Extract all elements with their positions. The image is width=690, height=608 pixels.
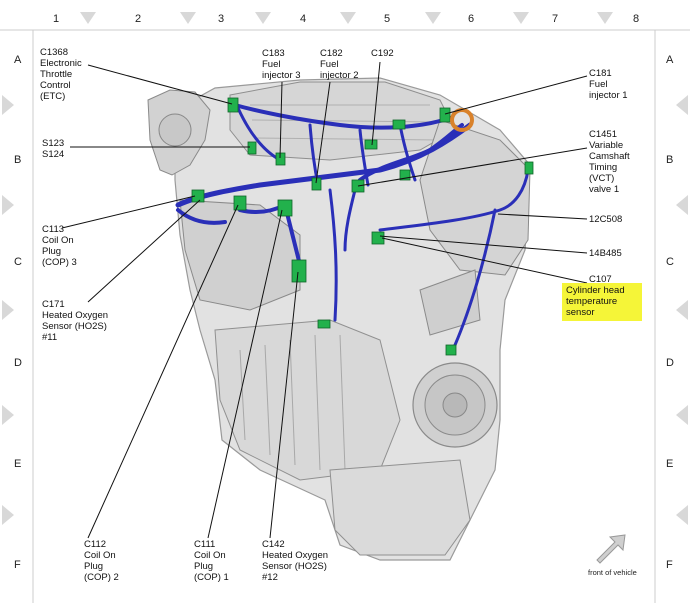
row-f-right: F <box>666 559 673 571</box>
connector-c111 <box>277 199 293 217</box>
label-c113: C113 Coil On Plug (COP) 3 <box>42 224 77 268</box>
row-d-right: D <box>666 357 674 369</box>
col-1: 1 <box>53 13 59 25</box>
connector-c192 <box>364 139 378 150</box>
callout-labels: C1368 Electronic Throttle Control (ETC) … <box>40 47 632 583</box>
col-8: 8 <box>633 13 639 25</box>
connector-right <box>524 161 534 175</box>
row-e-right: E <box>666 458 673 470</box>
connector-c112 <box>233 195 247 211</box>
row-b-left: B <box>14 154 21 166</box>
label-s123: S123 S124 <box>42 138 67 160</box>
label-c107: C107 Cylinder head temperature sensor <box>566 274 627 318</box>
row-f-left: F <box>14 559 21 571</box>
row-b-right: B <box>666 154 673 166</box>
row-e-left: E <box>14 458 21 470</box>
connector-c1368 <box>227 97 239 113</box>
label-c112: C112 Coil On Plug (COP) 2 <box>84 539 119 583</box>
row-labels-left: A B C D E F <box>14 54 22 571</box>
label-12c508: 12C508 <box>589 214 622 225</box>
fuel-injector-ring <box>450 108 474 132</box>
label-c181: C181 Fuel injector 1 <box>589 68 628 101</box>
arrow-icon <box>596 534 626 564</box>
row-c-left: C <box>14 256 22 268</box>
connector-c181 <box>439 107 451 123</box>
label-c183: C183 Fuel injector 3 <box>262 48 301 81</box>
connector-mid <box>399 169 411 181</box>
label-14b485: 14B485 <box>589 248 622 259</box>
row-c-right: C <box>666 256 674 268</box>
front-of-vehicle-label: front of vehicle <box>588 568 637 577</box>
col-5: 5 <box>384 13 390 25</box>
connector-c192b <box>392 119 406 130</box>
col-4: 4 <box>300 13 306 25</box>
label-c171: C171 Heated Oxygen Sensor (HO2S) #11 <box>42 299 111 343</box>
connector-s123 <box>247 141 257 155</box>
label-c142: C142 Heated Oxygen Sensor (HO2S) #12 <box>262 539 331 583</box>
engine-illustration <box>147 77 531 561</box>
connector-bottom <box>317 319 331 329</box>
col-7: 7 <box>552 13 558 25</box>
label-c111: C111 Coil On Plug (COP) 1 <box>194 539 229 583</box>
label-c182: C182 Fuel injector 2 <box>320 48 359 81</box>
grid-frame <box>0 12 690 603</box>
col-6: 6 <box>468 13 474 25</box>
col-2: 2 <box>135 13 141 25</box>
connector-lower <box>445 344 457 356</box>
wiring-harness <box>175 103 530 347</box>
row-d-left: D <box>14 357 22 369</box>
row-a-right: A <box>666 54 674 66</box>
front-of-vehicle-indicator: front of vehicle <box>588 534 637 577</box>
label-c1368: C1368 Electronic Throttle Control (ETC) <box>40 47 84 102</box>
label-c192: C192 <box>371 48 394 59</box>
c107-highlight <box>562 283 642 321</box>
row-labels-right: A B C D E F <box>666 54 674 571</box>
leader-lines <box>61 61 588 539</box>
label-c1451: C1451 Variable Camshaft Timing (VCT) val… <box>589 129 632 195</box>
row-a-left: A <box>14 54 22 66</box>
connector-c142 <box>291 259 307 283</box>
column-labels: 1 2 3 4 5 6 7 8 <box>53 13 639 25</box>
col-3: 3 <box>218 13 224 25</box>
